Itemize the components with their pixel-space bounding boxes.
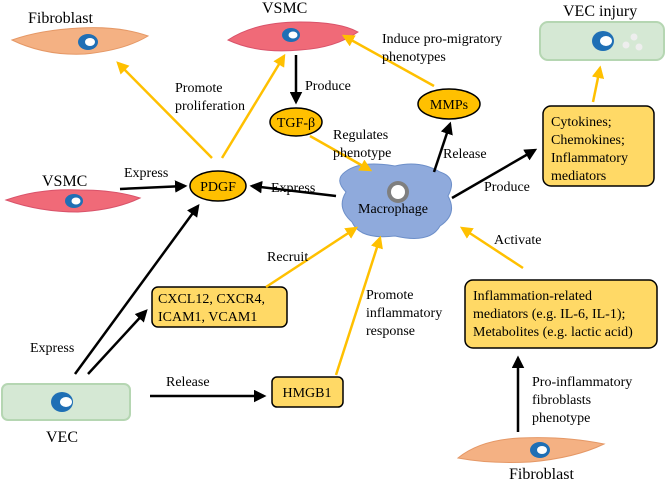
label-express-vsmc: Express xyxy=(124,166,168,181)
label-promote-inflammatory: Promote inflammatory response xyxy=(366,288,446,339)
vsmc-top-label: VSMC xyxy=(262,0,307,17)
svg-text:Inflammation-related: Inflammation-related xyxy=(473,289,592,304)
tgf-beta-node: TGF-β xyxy=(269,107,323,137)
arrow-macrophage-to-cytokines xyxy=(451,148,538,200)
vsmc-left-label: VSMC xyxy=(42,173,87,190)
arrow-cytokines-to-vec-injury xyxy=(591,65,605,103)
label-release-mmps: Release xyxy=(443,147,487,162)
svg-text:PDGF: PDGF xyxy=(200,180,236,195)
svg-text:mediators (e.g. IL-6, IL-1);: mediators (e.g. IL-6, IL-1); xyxy=(473,307,625,322)
fibroblast-top-cell-icon xyxy=(10,27,150,55)
hmgb1-box: HMGB1 xyxy=(271,376,344,408)
label-recruit: Recruit xyxy=(267,250,308,265)
fibroblast-bottom-label: Fibroblast xyxy=(509,466,574,483)
cytokines-box: Cytokines; Chemokines; Inflammatory medi… xyxy=(542,105,655,187)
label-express-pdgf: Express xyxy=(271,181,315,196)
vec-cell-icon xyxy=(1,383,131,421)
label-induce-pro-migratory: Induce pro-migratory phenotypes xyxy=(382,32,506,65)
arrow-pdgf-to-fibroblast xyxy=(116,61,213,159)
label-express-vec: Express xyxy=(30,341,74,356)
arrow-pdgf-to-vsmc xyxy=(220,53,286,159)
vec-injury-cell-icon xyxy=(539,21,665,61)
label-produce-tgf: Produce xyxy=(305,79,351,94)
svg-text:MMPs: MMPs xyxy=(430,98,468,113)
svg-text:CXCL12, CXCR4,: CXCL12, CXCR4, xyxy=(158,292,265,307)
label-produce-cytokines: Produce xyxy=(484,180,530,195)
fibroblast-bottom-cell-icon xyxy=(456,437,606,463)
label-release-hmgb1: Release xyxy=(166,375,210,390)
arrow-macrophage-to-pdgf xyxy=(249,180,337,198)
pdgf-node: PDGF xyxy=(189,170,247,202)
vec-injury-label: VEC injury xyxy=(563,3,637,20)
macrophage-label: Macrophage xyxy=(358,202,428,217)
arrow-mmps-to-vsmc xyxy=(341,34,435,88)
svg-text:mediators: mediators xyxy=(551,169,606,184)
label-pro-inflammatory-fibroblasts: Pro-inflammatory fibroblasts phenotype xyxy=(532,375,636,426)
label-activate: Activate xyxy=(494,233,541,248)
fibroblast-top-label: Fibroblast xyxy=(28,10,93,27)
arrow-vec-to-cxcl xyxy=(87,309,148,375)
cxcl-box: CXCL12, CXCR4, ICAM1, VCAM1 xyxy=(151,286,288,328)
svg-text:Chemokines;: Chemokines; xyxy=(551,133,625,148)
svg-text:Cytokines;: Cytokines; xyxy=(551,115,612,130)
arrow-vec-to-pdgf xyxy=(73,203,200,375)
arrow-macrophage-to-mmps xyxy=(432,121,453,173)
svg-text:ICAM1, VCAM1: ICAM1, VCAM1 xyxy=(158,310,257,325)
arrow-inflammation-to-macrophage xyxy=(459,226,524,270)
svg-text:Inflammatory: Inflammatory xyxy=(551,151,628,166)
inflammation-box: Inflammation-related mediators (e.g. IL-… xyxy=(464,279,658,349)
label-regulates-phenotype: Regulates phenotype xyxy=(333,128,392,161)
svg-text:TGF-β: TGF-β xyxy=(277,116,315,131)
svg-text:Metabolites (e.g. lactic acid): Metabolites (e.g. lactic acid) xyxy=(473,325,633,340)
arrow-vsmc-left-to-pdgf xyxy=(119,180,188,193)
vsmc-left-cell-icon xyxy=(4,189,142,213)
arrow-tgf-to-macrophage xyxy=(309,134,373,172)
macrophage-cell-icon xyxy=(339,163,453,239)
arrow-cxcl-to-macrophage xyxy=(265,226,359,289)
vsmc-top-cell-icon xyxy=(226,21,359,52)
label-promote-proliferation: Promote proliferation xyxy=(175,81,245,114)
vec-label: VEC xyxy=(46,429,78,446)
svg-text:HMGB1: HMGB1 xyxy=(282,386,331,401)
mmps-node: MMPs xyxy=(417,88,481,120)
arrow-hmgb1-to-macrophage xyxy=(334,235,383,376)
